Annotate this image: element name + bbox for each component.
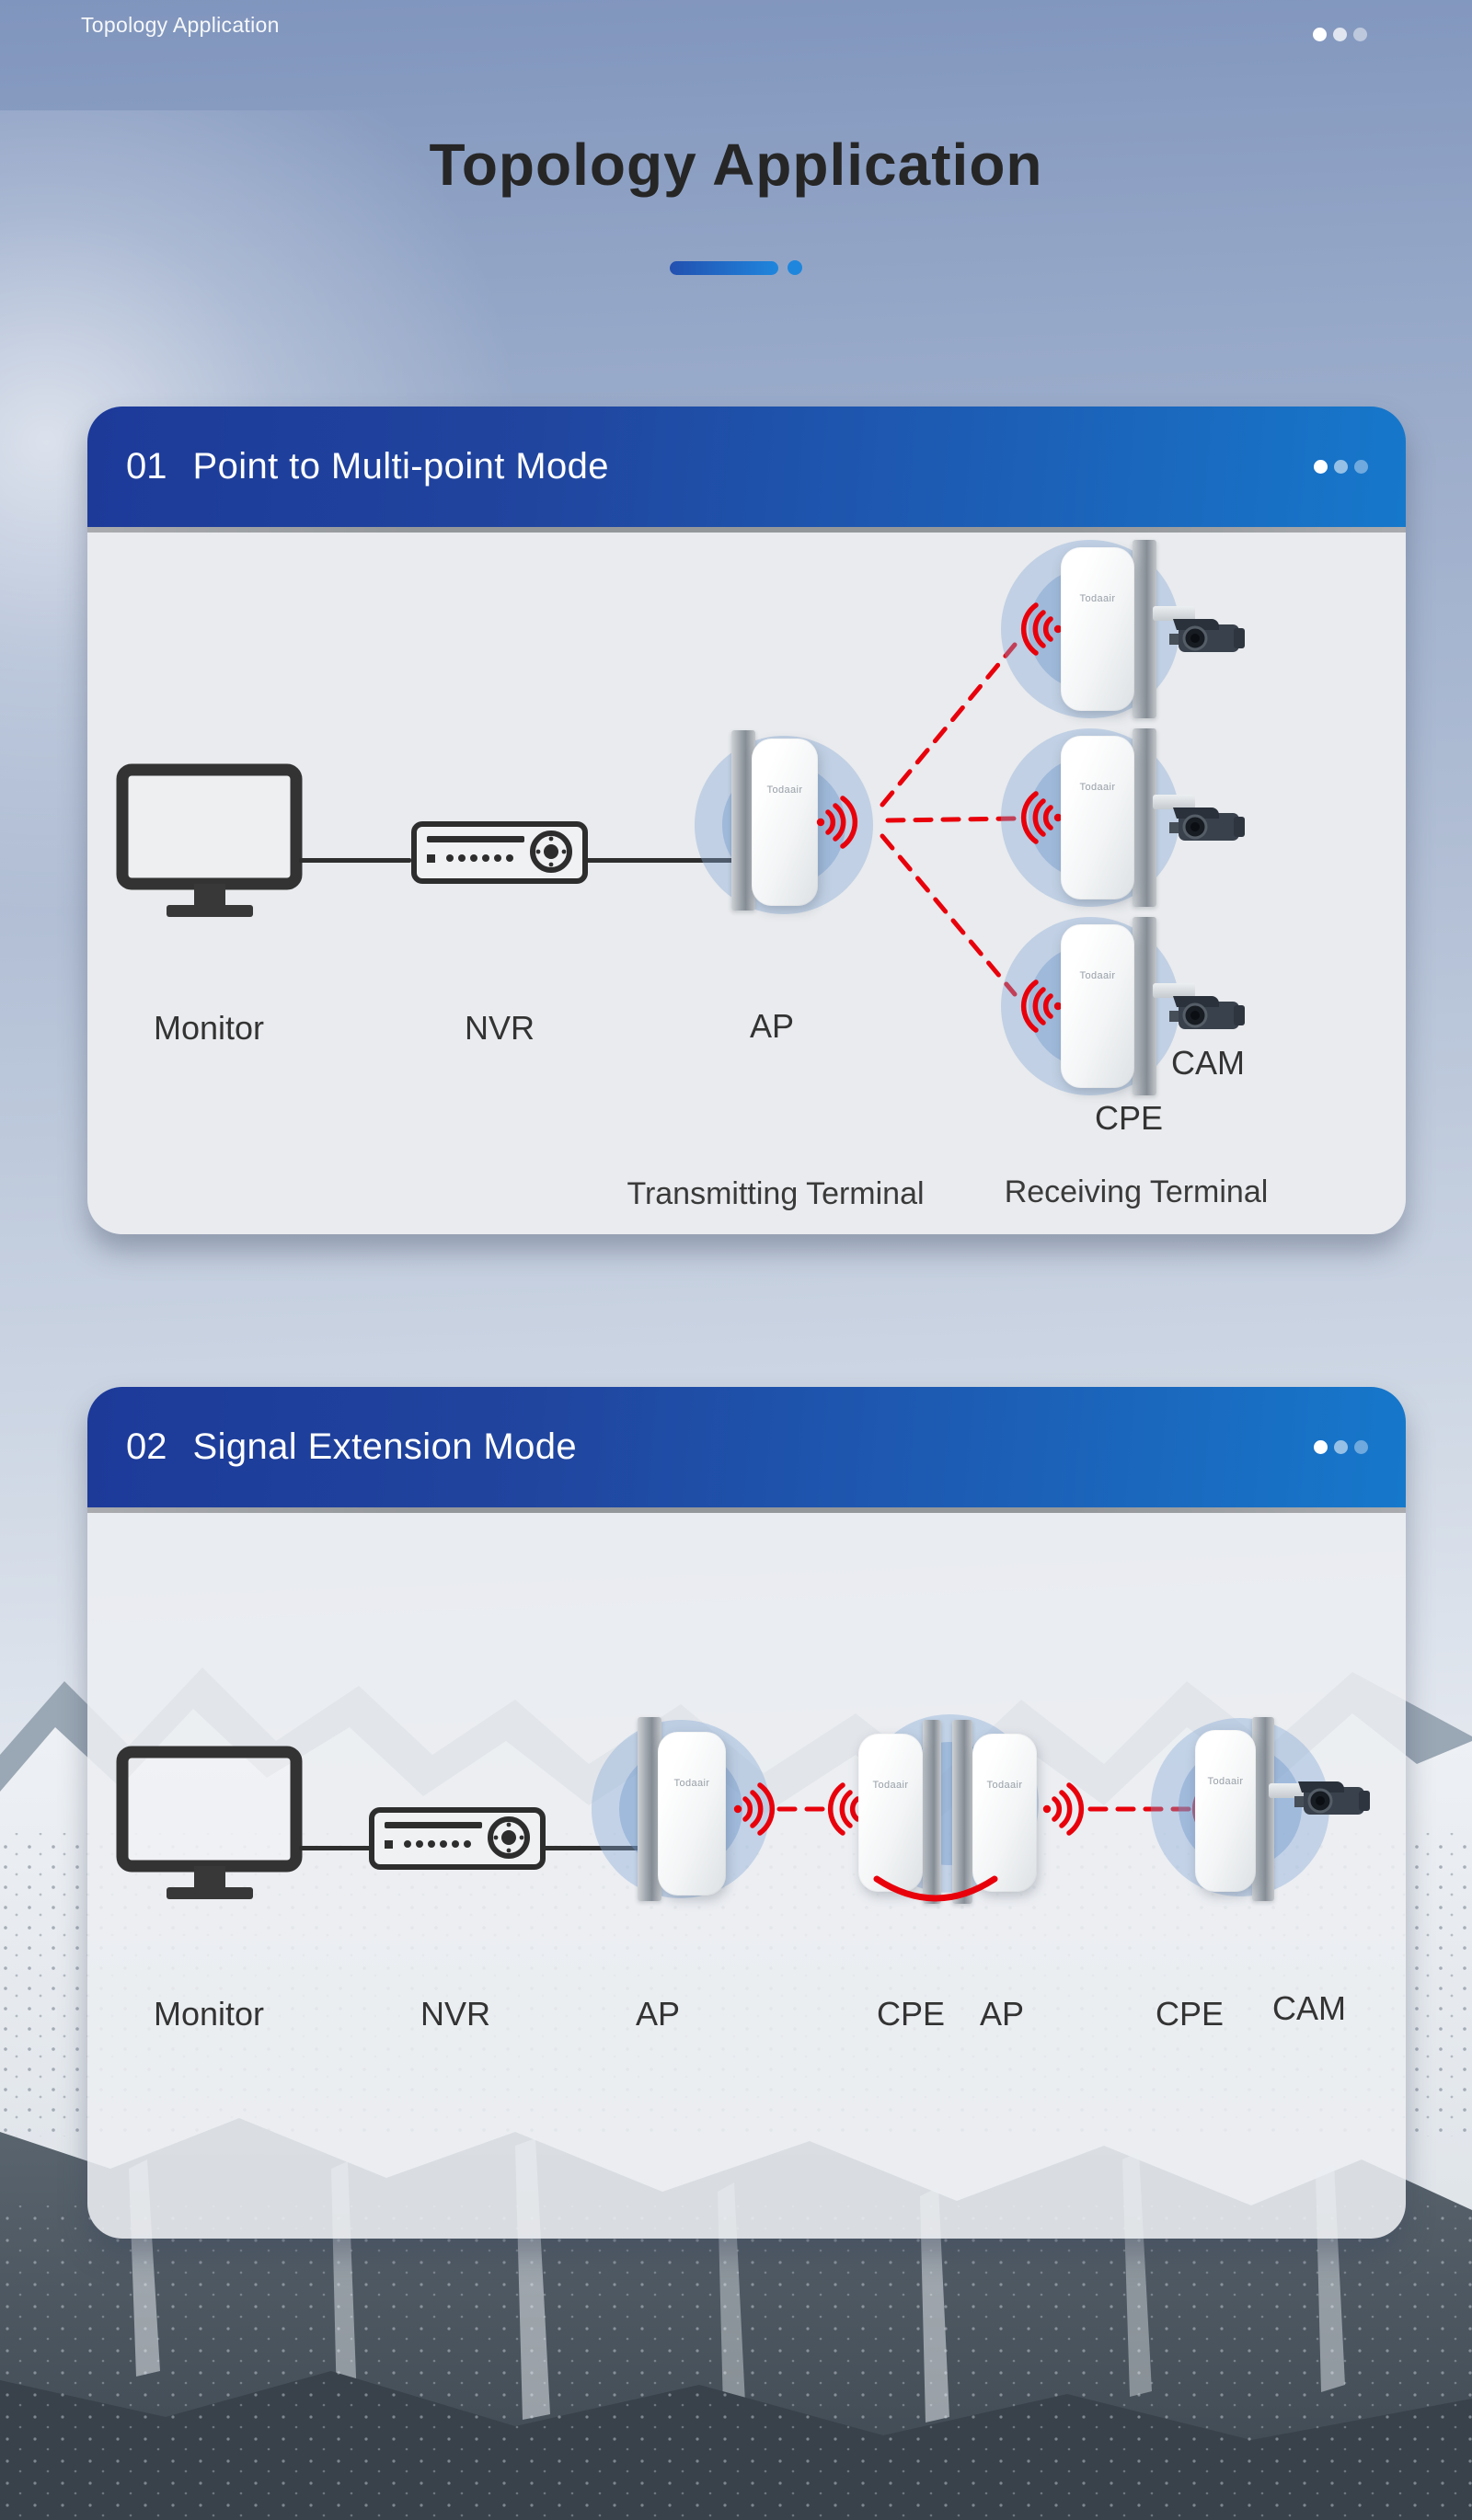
wireless-bridge-device-ap: Todaair [752,739,818,906]
wireless-bridge-device-cpe: Todaair [1195,1730,1256,1892]
card1-number: 01 [126,446,167,487]
monitor-icon [116,763,303,917]
camera-bracket [1153,795,1195,809]
card1-diagram: Todaair Todaair [87,533,1406,1234]
dot-icon[interactable] [1354,460,1368,474]
label-cam: CAM [1171,1044,1245,1082]
nvr-recorder-icon [411,821,588,884]
cable [299,858,411,863]
card1-header: 01 Point to Multi-point Mode [87,407,1406,527]
label-monitor: Monitor [153,1009,265,1047]
wifi-signal-icon [827,1782,869,1836]
nvr-recorder-icon [369,1807,546,1870]
cctv-camera-icon [1169,996,1245,1029]
camera-bracket [1153,606,1195,621]
title-divider [0,260,1472,275]
page-title: Topology Application [429,132,1043,198]
label-cpe-right: CPE [1155,1995,1225,2033]
mounting-pole [1133,917,1156,1095]
signal-dashed-lines [776,1806,1192,1812]
dot-icon[interactable] [1353,28,1367,41]
mounting-pole [923,1720,941,1904]
dot-icon[interactable] [1334,1440,1348,1454]
device-logo: Todaair [986,1780,1023,1791]
card2-header: 02 Signal Extension Mode [87,1387,1406,1507]
cctv-camera-icon [1169,808,1245,841]
card1-separator [87,527,1406,533]
label-nvr: NVR [420,1995,491,2033]
wifi-signal-icon [1020,791,1063,844]
cable [544,1846,643,1850]
mounting-pole [638,1717,661,1901]
cctv-camera-icon [1294,1781,1370,1815]
wifi-signal-icon [733,1782,776,1836]
mounting-pole [952,1720,972,1904]
cable [299,1846,371,1850]
card1-menu-dots-icon[interactable] [1314,460,1368,474]
device-logo: Todaair [1079,593,1116,604]
dot-icon[interactable] [1334,460,1348,474]
divider-bar [670,260,778,275]
wireless-bridge-device-cpe: Todaair [858,1734,923,1892]
topbar-title: Topology Application [81,13,280,37]
monitor-icon [116,1746,303,1899]
link-arc [873,1875,998,1902]
wireless-bridge-device-cpe: Todaair [1061,547,1134,711]
card2-separator [87,1507,1406,1513]
signal-dashed-lines [880,642,1018,997]
label-cpe-mid: CPE [876,1995,946,2033]
label-monitor: Monitor [153,1995,265,2033]
dot-icon[interactable] [1354,1440,1368,1454]
device-logo: Todaair [1079,782,1116,793]
cable [586,858,733,863]
label-ap: AP [635,1995,681,2033]
wifi-signal-icon [1042,1782,1085,1836]
label-cpe: CPE [1094,1099,1164,1137]
card2-diagram: Todaair Todaair Todaair [87,1513,1406,2239]
label-ap: AP [749,1007,795,1045]
label-receiving-terminal: Receiving Terminal [1004,1174,1269,1209]
card2-number: 02 [126,1426,167,1467]
mounting-pole [1133,540,1156,718]
card-point-to-multipoint: 01 Point to Multi-point Mode [87,407,1406,1234]
card2-menu-dots-icon[interactable] [1314,1440,1368,1454]
wifi-signal-icon [1020,979,1063,1033]
wifi-signal-icon [1020,602,1063,656]
device-logo: Todaair [673,1778,710,1789]
card2-title: Signal Extension Mode [192,1426,578,1467]
dot-icon[interactable] [1314,460,1328,474]
device-logo: Todaair [1207,1776,1244,1787]
mounting-pole [1133,728,1156,907]
label-ap-mid: AP [979,1995,1025,2033]
mounting-pole [1252,1717,1274,1901]
camera-bracket [1269,1783,1304,1798]
mounting-pole [731,730,755,911]
wireless-bridge-device-cpe: Todaair [1061,736,1134,899]
dot-icon[interactable] [1314,1440,1328,1454]
device-logo: Todaair [1079,970,1116,981]
camera-bracket [1153,983,1195,998]
card-signal-extension: 02 Signal Extension Mode [87,1387,1406,2239]
wireless-bridge-device-ap: Todaair [658,1732,726,1896]
cctv-camera-icon [1169,619,1245,652]
label-nvr: NVR [464,1009,535,1047]
card1-title: Point to Multi-point Mode [192,446,609,487]
label-cam: CAM [1272,1989,1346,2027]
topbar-menu-dots-icon[interactable] [1313,28,1367,41]
dot-icon[interactable] [1333,28,1347,41]
device-logo: Todaair [872,1780,909,1791]
device-logo: Todaair [766,785,803,796]
wifi-signal-icon [816,796,858,849]
wireless-bridge-device-cpe: Todaair [1061,924,1134,1088]
label-transmitting-terminal: Transmitting Terminal [627,1176,925,1211]
dot-icon[interactable] [1313,28,1327,41]
divider-dot-icon [788,260,802,275]
wireless-bridge-device-ap: Todaair [972,1734,1037,1892]
